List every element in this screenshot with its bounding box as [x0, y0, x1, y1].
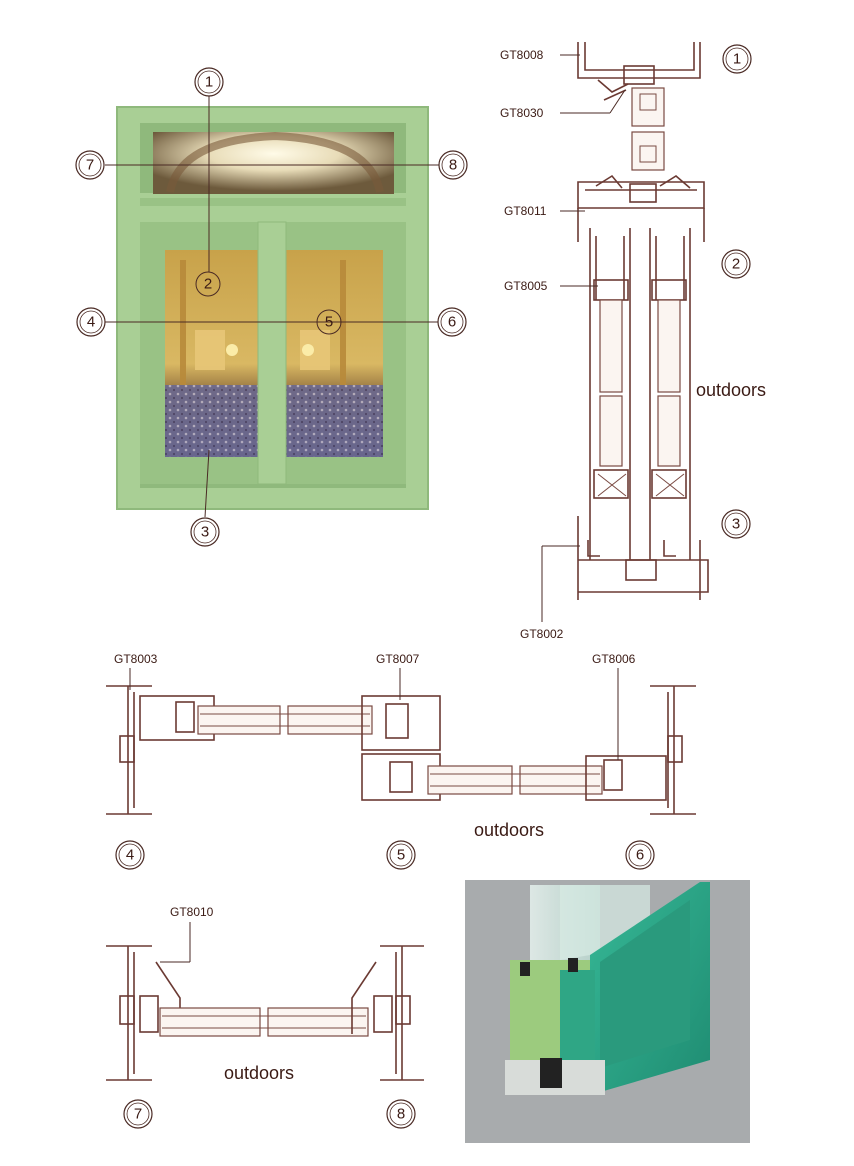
callout-7-elevation: 7 — [75, 150, 105, 180]
right-glass-lower — [657, 395, 681, 467]
left-glass-lower — [599, 395, 623, 467]
code-gt8011: GT8011 — [504, 204, 547, 218]
fixed-glass-left — [159, 1007, 261, 1037]
render-gasket — [520, 962, 530, 976]
horizontal-leaders — [129, 668, 619, 760]
code-gt8003: GT8003 — [114, 652, 158, 666]
left-carpet — [165, 385, 258, 457]
svg-text:4: 4 — [87, 314, 95, 331]
svg-text:6: 6 — [448, 314, 456, 331]
render-thermal-break — [540, 1058, 562, 1088]
outdoors-labels: outdoors outdoors outdoors — [224, 380, 766, 1083]
svg-text:1: 1 — [733, 51, 741, 68]
code-gt8007: GT8007 — [376, 652, 420, 666]
render-section-teal — [560, 970, 595, 1060]
callout-7-section: 7 — [123, 1099, 153, 1129]
svg-text:5: 5 — [325, 314, 333, 331]
code-gt8005: GT8005 — [504, 279, 548, 293]
svg-text:3: 3 — [732, 516, 740, 533]
svg-text:5: 5 — [397, 847, 405, 864]
head-profile-gt8008 — [577, 42, 701, 79]
outdoors-label-bottom: outdoors — [224, 1063, 294, 1083]
horizontal-section-456 — [106, 685, 696, 815]
callout-3-section: 3 — [721, 509, 751, 539]
callout-6-elevation: 6 — [437, 307, 467, 337]
svg-text:3: 3 — [201, 524, 209, 541]
code-gt8030: GT8030 — [500, 106, 544, 120]
transom-glass — [153, 132, 394, 194]
vertical-leaders — [541, 54, 626, 622]
callout-2-section: 2 — [721, 249, 751, 279]
code-gt8006: GT8006 — [592, 652, 636, 666]
right-glass-upper — [657, 299, 681, 393]
vertical-section — [577, 42, 709, 600]
code-gt8010: GT8010 — [170, 905, 214, 919]
callout-circles: 1 7 8 2 4 5 6 — [75, 44, 752, 1129]
callout-3-elevation: 3 — [190, 517, 220, 547]
callout-4-elevation: 4 — [76, 307, 106, 337]
transom-bar — [140, 198, 406, 206]
left-jamb-profile-gt8010 — [106, 945, 152, 1081]
callout-5-elevation: 5 — [316, 309, 342, 335]
interlock-profile-gt8007 — [361, 695, 441, 751]
horizontal-section-78 — [106, 945, 424, 1081]
callout-1-elevation: 1 — [194, 67, 224, 97]
svg-text:4: 4 — [126, 847, 134, 864]
svg-text:8: 8 — [449, 157, 457, 174]
sill — [140, 484, 406, 488]
left-sash-profile-gt8005 — [589, 228, 631, 560]
jamb-profile-gt8006 — [585, 755, 667, 801]
right-sash-profile — [649, 228, 691, 560]
left-glass-upper — [599, 299, 623, 393]
svg-text:1: 1 — [205, 74, 213, 91]
svg-text:7: 7 — [86, 157, 94, 174]
svg-text:2: 2 — [732, 256, 740, 273]
render-frame-inner — [600, 900, 690, 1068]
elevation-leaders — [105, 96, 440, 518]
svg-text:6: 6 — [636, 847, 644, 864]
outdoors-label-vertical: outdoors — [696, 380, 766, 400]
svg-text:2: 2 — [204, 276, 212, 293]
callout-5-section: 5 — [386, 840, 416, 870]
left-glass-horizontal — [197, 705, 281, 735]
callout-4-section: 4 — [115, 840, 145, 870]
callout-6-section: 6 — [625, 840, 655, 870]
outdoors-label-horizontal: outdoors — [474, 820, 544, 840]
window-elevation — [116, 106, 429, 510]
meeting-stile — [257, 221, 287, 485]
right-glass-horizontal — [427, 765, 513, 795]
svg-text:8: 8 — [397, 1106, 405, 1123]
part-code-labels: GT8008 GT8030 GT8011 GT8005 GT8002 GT800… — [114, 48, 636, 919]
gt8010-leader — [160, 922, 191, 963]
render-gasket-2 — [568, 958, 578, 972]
svg-text:7: 7 — [134, 1106, 142, 1123]
callout-8-section: 8 — [386, 1099, 416, 1129]
right-carpet — [286, 385, 383, 457]
callout-2-elevation: 2 — [195, 271, 221, 297]
code-gt8008: GT8008 — [500, 48, 544, 62]
profile-render — [465, 880, 750, 1143]
callout-8-elevation: 8 — [438, 150, 468, 180]
sill-profile-gt8002 — [577, 516, 709, 600]
right-jamb-profile — [380, 945, 424, 1081]
callout-1-section: 1 — [722, 44, 752, 74]
code-gt8002: GT8002 — [520, 627, 564, 641]
jamb-profile-gt8003 — [106, 685, 152, 815]
